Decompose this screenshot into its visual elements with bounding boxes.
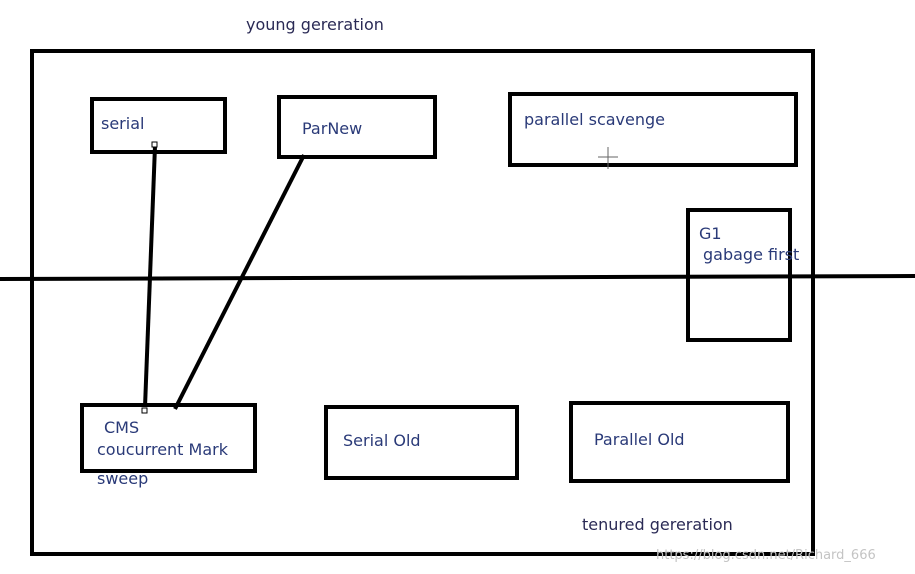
g1-box xyxy=(686,208,792,342)
cms-subtitle-sweep: sweep xyxy=(97,469,149,488)
serial-old-label: Serial Old xyxy=(343,431,421,450)
parallel-old-label: Parallel Old xyxy=(594,430,685,449)
outer-frame xyxy=(30,49,815,556)
connector-handle-bottom xyxy=(141,407,148,414)
cms-label: CMS xyxy=(104,418,140,437)
parallel-scavenge-box xyxy=(508,92,798,167)
g1-subtitle: gabage first xyxy=(703,245,800,264)
generation-divider xyxy=(0,274,915,281)
serial-old-box xyxy=(324,405,519,480)
cms-box xyxy=(80,403,257,473)
parallel-scavenge-label: parallel scavenge xyxy=(524,110,665,129)
cms-subtitle: coucurrent Mark xyxy=(97,440,228,459)
parallel-old-box xyxy=(569,401,790,483)
connector-handle-top xyxy=(151,141,158,148)
parnew-cms-connector xyxy=(173,154,306,410)
g1-label: G1 xyxy=(699,224,722,243)
parnew-label: ParNew xyxy=(302,119,363,138)
serial-label: serial xyxy=(101,114,145,133)
young-generation-label: young gereration xyxy=(246,15,384,34)
serial-box xyxy=(90,97,227,154)
parnew-box xyxy=(277,95,437,159)
watermark-text: https://blog.csdn.net/Richard_666 xyxy=(656,548,876,563)
serial-cms-connector xyxy=(143,145,157,408)
move-cursor-icon xyxy=(598,147,618,169)
tenured-generation-label: tenured gereration xyxy=(582,515,733,534)
